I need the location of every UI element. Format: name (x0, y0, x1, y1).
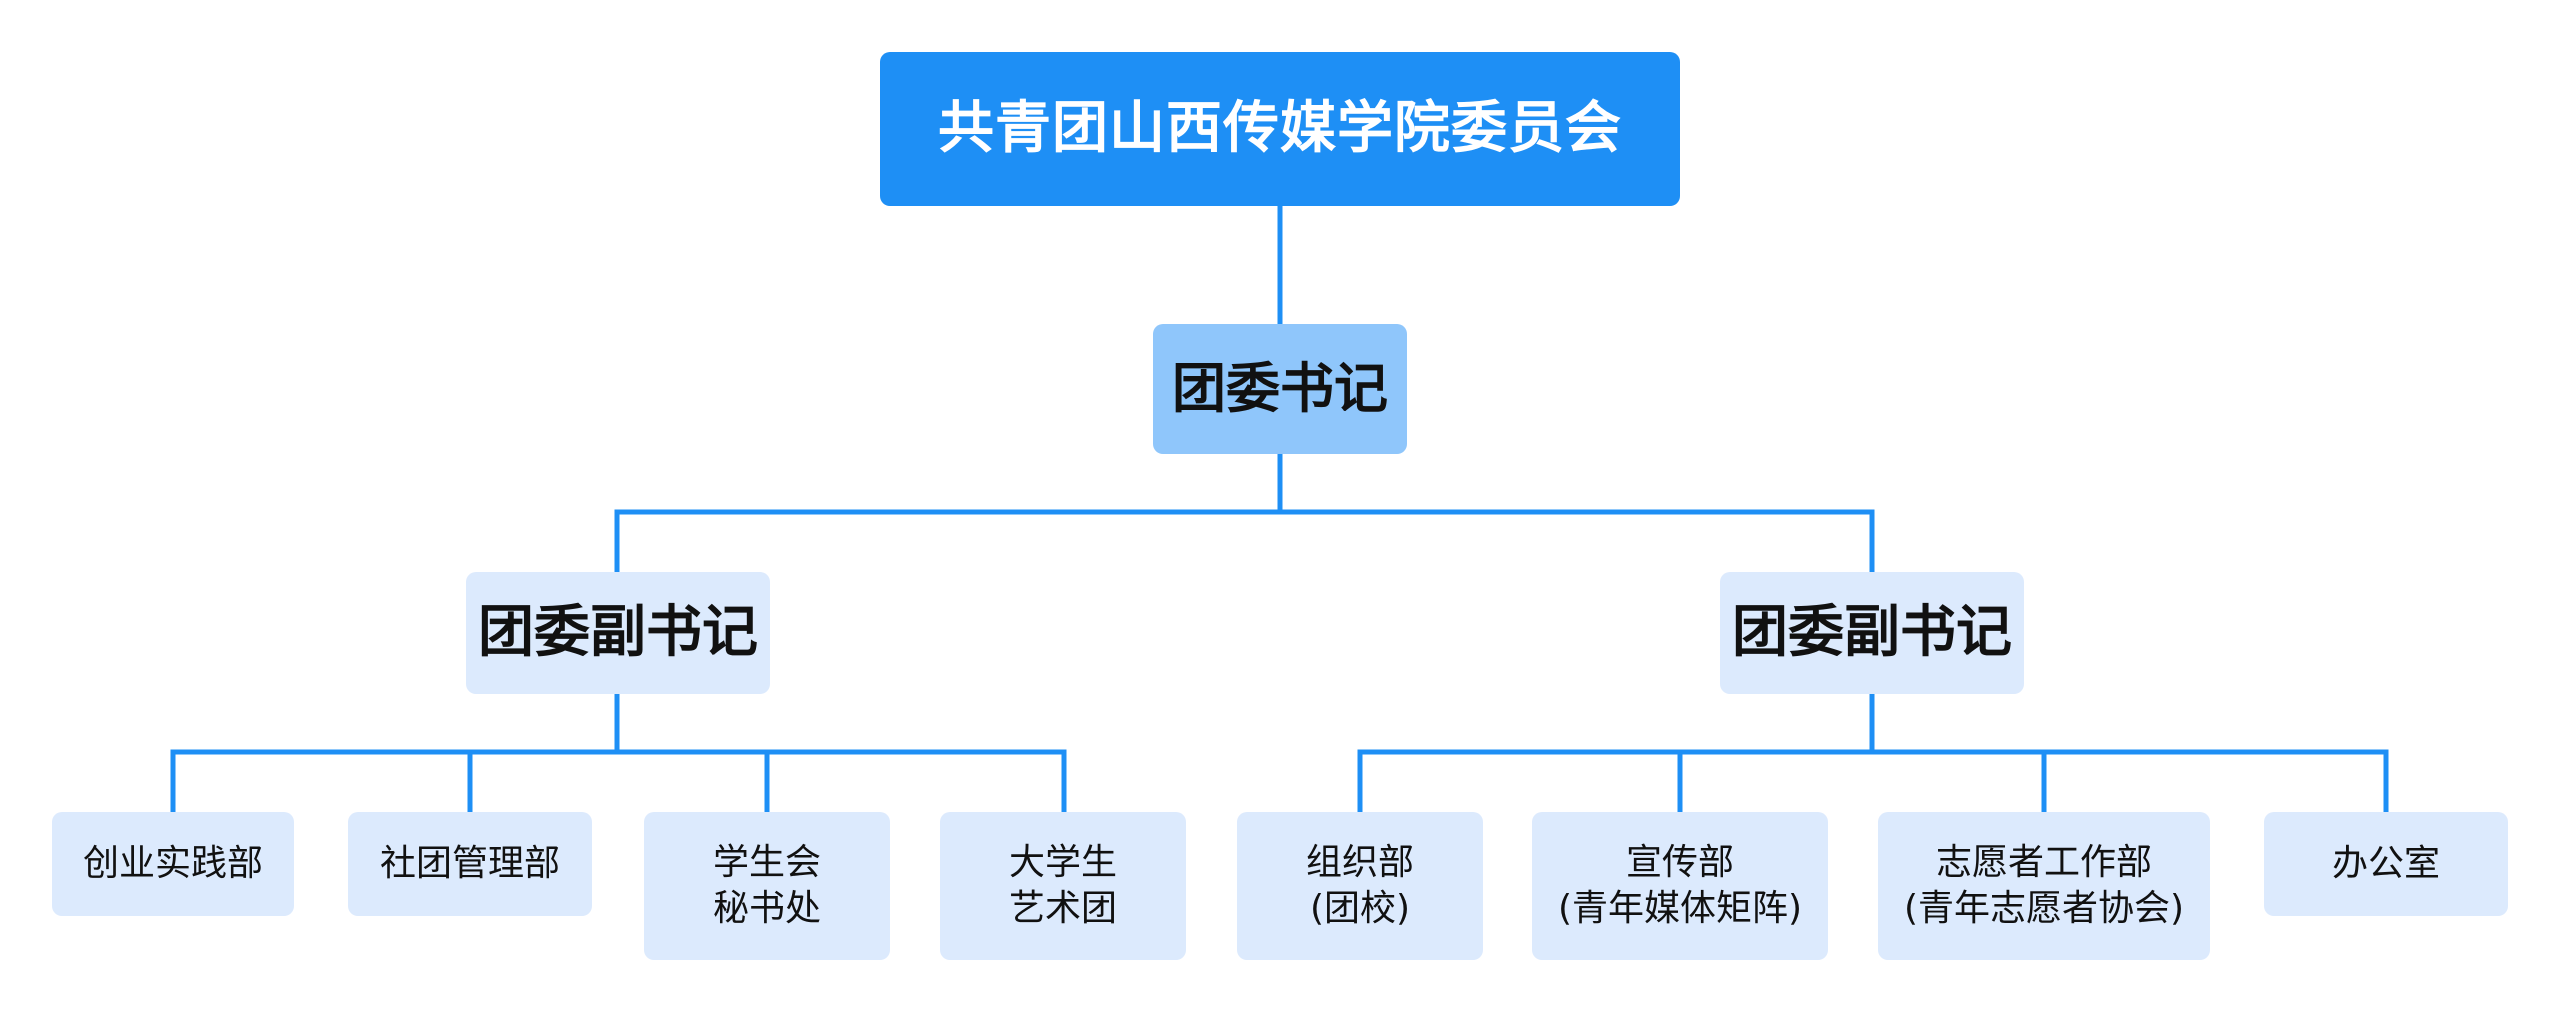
department-node: 社团管理部 (348, 812, 592, 916)
line-right-deputy-to-departments (1357, 690, 2389, 815)
line-secretary-to-deputies (614, 450, 1875, 575)
deputy-node-left: 团委副书记 (466, 572, 770, 694)
department-label: 志愿者工作部 (青年志愿者协会) (1903, 841, 2185, 929)
department-label: 宣传部 (青年媒体矩阵) (1557, 841, 1803, 929)
department-node: 创业实践部 (52, 812, 294, 916)
root-label: 共青团山西传媒学院委员会 (938, 96, 1622, 162)
department-node: 宣传部 (青年媒体矩阵) (1532, 812, 1828, 960)
department-label: 办公室 (2331, 842, 2440, 884)
department-label: 组织部 (团校) (1305, 841, 1414, 929)
department-label: 创业实践部 (82, 842, 263, 884)
line-left-deputy-to-departments (170, 690, 1067, 815)
deputy-label: 团委副书记 (478, 600, 758, 666)
department-label: 学生会 秘书处 (712, 841, 821, 929)
deputy-node-right: 团委副书记 (1720, 572, 2024, 694)
department-node: 组织部 (团校) (1237, 812, 1483, 960)
secretary-label: 团委书记 (1172, 357, 1388, 421)
department-node: 志愿者工作部 (青年志愿者协会) (1878, 812, 2210, 960)
root-node: 共青团山西传媒学院委员会 (880, 52, 1680, 206)
department-label: 社团管理部 (379, 842, 560, 884)
department-node: 办公室 (2264, 812, 2508, 916)
department-node: 大学生 艺术团 (940, 812, 1186, 960)
department-node: 学生会 秘书处 (644, 812, 890, 960)
deputy-label: 团委副书记 (1732, 600, 2012, 666)
secretary-node: 团委书记 (1153, 324, 1407, 454)
department-label: 大学生 艺术团 (1008, 841, 1117, 929)
